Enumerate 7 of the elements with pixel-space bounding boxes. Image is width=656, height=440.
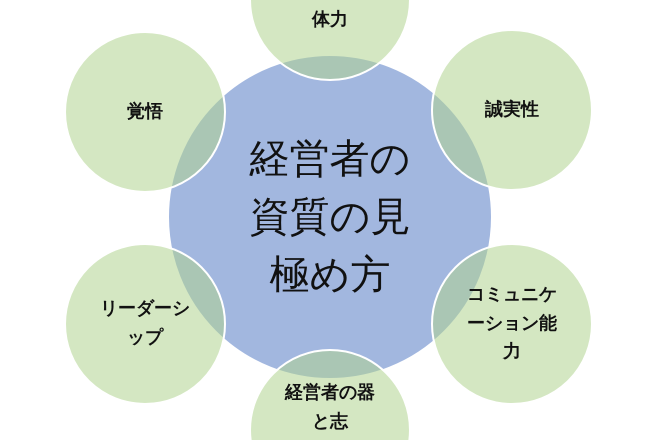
center-title: 経営者の資質の見極め方 xyxy=(248,135,412,300)
topic-label: コミュニケーション能力 xyxy=(466,282,558,364)
topic-label: 経営者の器と志 xyxy=(284,381,376,434)
topic-label: リーダーシップ xyxy=(100,297,190,350)
topic-label: 覚悟 xyxy=(126,100,164,124)
topic-label: 体力 xyxy=(310,8,349,32)
topic-label: 誠実性 xyxy=(484,98,540,122)
